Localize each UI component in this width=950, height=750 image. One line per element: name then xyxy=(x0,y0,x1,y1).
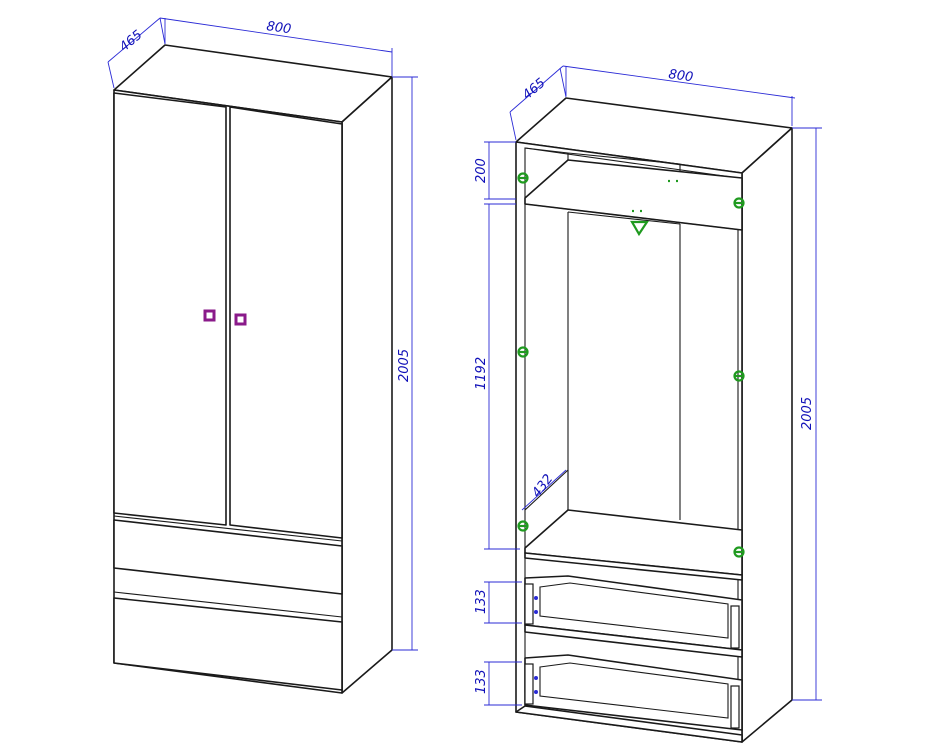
hinge-icon xyxy=(517,346,529,358)
upper-drawer-front xyxy=(113,519,343,595)
drawer-2-dimension: 133 xyxy=(474,661,522,706)
base-plinth xyxy=(515,705,743,743)
open-side-panel xyxy=(741,127,793,743)
drawer-1-right-slide xyxy=(730,605,740,649)
drawer-2 xyxy=(524,654,743,731)
open-width-dimension: 800 xyxy=(562,65,796,126)
drawer-divider-line xyxy=(113,591,343,618)
drawer-1-left-slide xyxy=(524,583,534,625)
closed-width-dimension: 800 xyxy=(159,17,393,76)
open-wardrobe: 465 800 2005 200 1192 xyxy=(474,65,822,743)
hinges xyxy=(517,172,745,558)
hinge-icon xyxy=(733,197,745,209)
hinge-icon xyxy=(517,520,529,532)
door-base-line xyxy=(113,515,343,542)
closed-height-label: 2005 xyxy=(397,349,412,382)
hinge-icon xyxy=(733,370,745,382)
drawer-1 xyxy=(524,575,743,658)
middle-shelf-edge xyxy=(524,552,743,581)
hanging-dimension: 1192 xyxy=(474,203,520,550)
closed-width-label: 800 xyxy=(265,19,292,37)
drawer-1-label: 133 xyxy=(474,589,489,614)
hanging-label: 1192 xyxy=(474,357,489,390)
drawer-1-front-edge xyxy=(524,624,743,658)
drawer-2-label: 133 xyxy=(474,669,489,694)
drawer-2-left-slide xyxy=(524,663,534,705)
right-door xyxy=(229,106,343,539)
left-door-handle xyxy=(203,309,216,322)
drawer-1-dimension: 133 xyxy=(474,581,522,624)
top-shelf-label: 200 xyxy=(474,158,489,183)
drawer-2-right-slide xyxy=(730,685,740,729)
open-height-label: 2005 xyxy=(800,397,815,430)
left-door xyxy=(113,92,227,526)
open-width-label: 800 xyxy=(667,67,694,85)
lower-drawer-front xyxy=(113,597,343,691)
right-door-handle xyxy=(234,313,247,326)
closed-wardrobe: 465 800 2005 xyxy=(107,17,418,694)
rail-bracket-icon xyxy=(630,220,650,237)
open-depth-label: 465 xyxy=(520,76,549,103)
top-shelf-dimension: 200 xyxy=(474,141,516,200)
hinge-icon xyxy=(517,172,529,184)
hinge-icon xyxy=(733,546,745,558)
closed-height-dimension: 2005 xyxy=(392,76,418,651)
open-height-dimension: 2005 xyxy=(792,127,822,701)
closed-side-panel xyxy=(341,76,393,694)
